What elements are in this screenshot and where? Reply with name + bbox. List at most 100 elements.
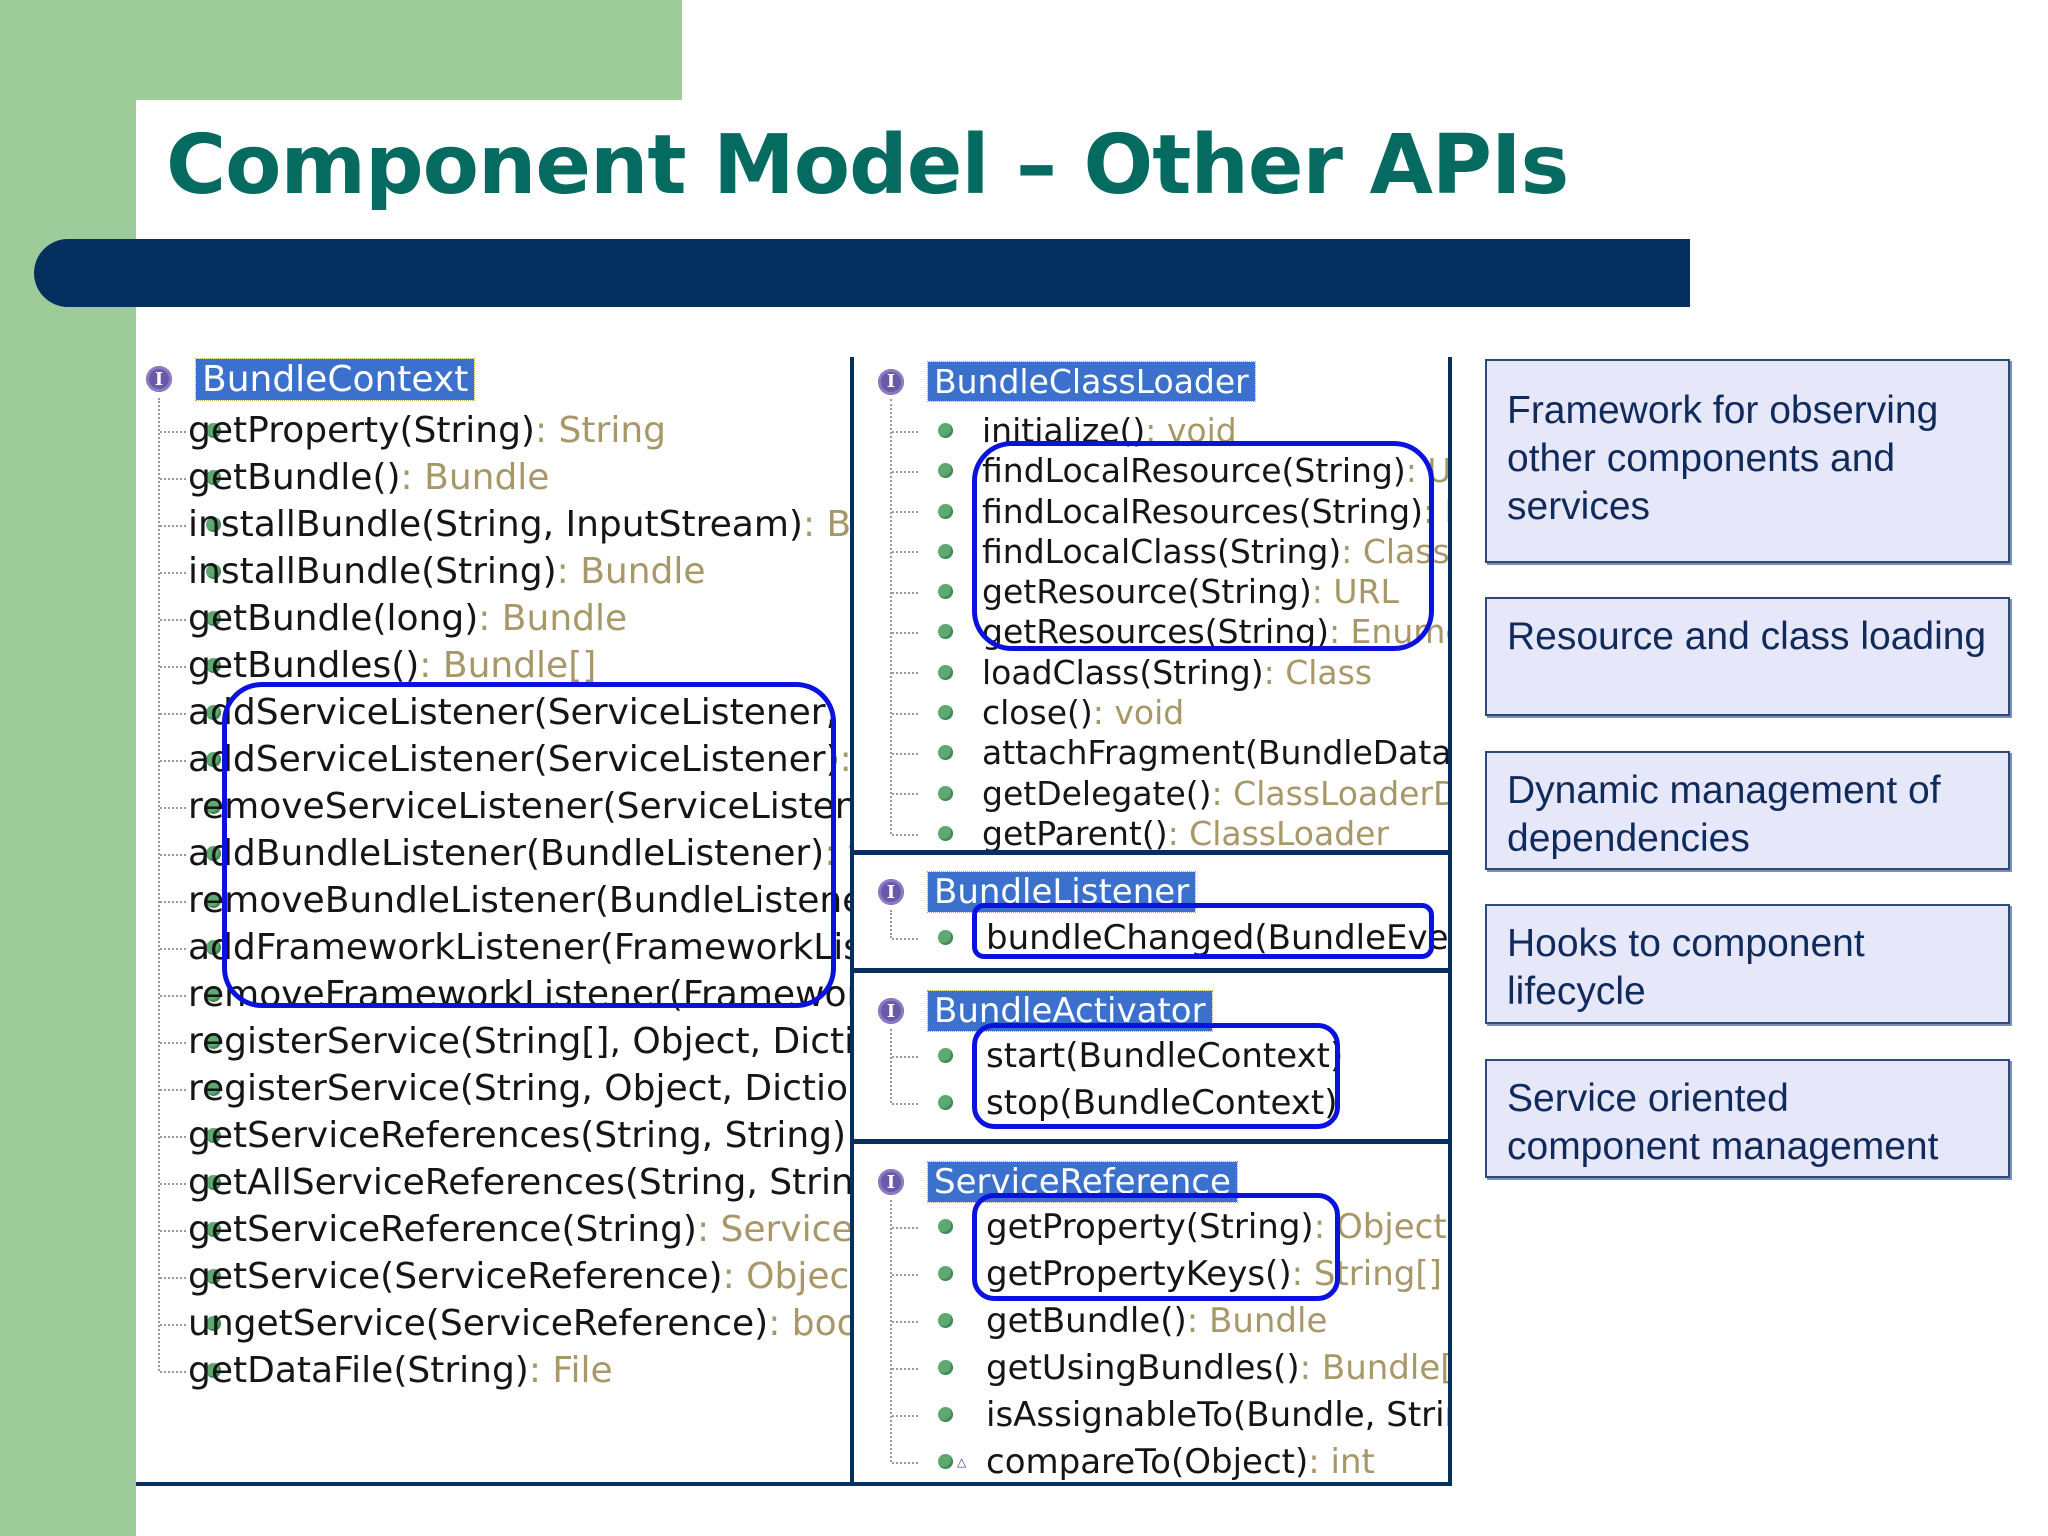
public-method-icon bbox=[938, 705, 953, 721]
public-method-icon bbox=[938, 664, 953, 680]
method-item[interactable]: getUsingBundles() : Bundle[] bbox=[938, 1346, 1448, 1390]
interface-name: ServiceReference bbox=[927, 1161, 1238, 1203]
method-item[interactable]: getDataFile(String) : File bbox=[188, 1348, 613, 1395]
method-item[interactable]: getServiceReferences(String, String) : S bbox=[188, 1113, 850, 1160]
public-method-icon bbox=[938, 463, 953, 479]
method-item[interactable]: getServiceReference(String) : ServiceRe bbox=[188, 1207, 850, 1254]
public-method-icon bbox=[206, 1363, 221, 1379]
tree-branch bbox=[160, 525, 186, 527]
return-type: : Object bbox=[1313, 1206, 1447, 1247]
method-item[interactable]: bundleChanged(BundleEvent) : bbox=[938, 916, 1448, 960]
method-item[interactable]: start(BundleContext) bbox=[938, 1034, 1343, 1078]
method-item[interactable]: getAllServiceReferences(String, String) bbox=[188, 1160, 850, 1207]
method-signature: bundleChanged(BundleEvent) bbox=[986, 917, 1448, 958]
method-item[interactable]: isAssignableTo(Bundle, String bbox=[938, 1393, 1448, 1437]
tree-branch bbox=[160, 1042, 186, 1044]
return-type: : Bundle bbox=[1186, 1300, 1328, 1341]
method-signature: getDataFile(String) bbox=[188, 1350, 529, 1392]
return-type: : Bundle bbox=[400, 457, 550, 499]
method-item[interactable]: getResources(String) : Enumera bbox=[938, 611, 1448, 654]
method-signature: removeServiceListener(ServiceListener) bbox=[188, 786, 850, 828]
method-item[interactable]: stop(BundleContext) bbox=[938, 1081, 1338, 1125]
panel-border-bottom bbox=[136, 1482, 1452, 1486]
tree-branch bbox=[160, 1089, 186, 1091]
method-item[interactable]: getDelegate() : ClassLoaderDele bbox=[938, 772, 1448, 815]
method-item[interactable]: getProperty(String) : String bbox=[188, 408, 666, 455]
return-type: : boole bbox=[768, 1303, 850, 1345]
method-signature: registerService(String, Object, Dictiona bbox=[188, 1068, 850, 1110]
method-item[interactable]: attachFragment(BundleData, Pro bbox=[938, 731, 1448, 774]
decorative-green-band bbox=[0, 0, 136, 1536]
method-item[interactable]: removeBundleListener(BundleListener) bbox=[188, 878, 850, 925]
method-signature: getResource(String) bbox=[982, 572, 1312, 612]
tree-connector bbox=[890, 399, 892, 834]
method-item[interactable]: removeFrameworkListener(FrameworkL bbox=[188, 972, 850, 1019]
public-method-icon bbox=[938, 584, 953, 600]
public-method-icon bbox=[938, 1048, 953, 1064]
method-item[interactable]: getBundle(long) : Bundle bbox=[188, 596, 627, 643]
method-item[interactable]: addBundleListener(BundleListener) : vo bbox=[188, 831, 850, 878]
tree-branch bbox=[160, 1371, 186, 1373]
title-underline-bar bbox=[34, 239, 1690, 307]
method-item[interactable]: installBundle(String) : Bundle bbox=[188, 549, 706, 596]
method-item[interactable]: getBundle() : Bundle bbox=[938, 1299, 1327, 1343]
method-item[interactable]: findLocalClass(String) : Class bbox=[938, 530, 1448, 573]
return-type: : vo bbox=[840, 739, 850, 780]
method-item[interactable]: removeServiceListener(ServiceListener) bbox=[188, 784, 850, 831]
method-item[interactable]: addServiceListener(ServiceListener) : vo bbox=[188, 737, 850, 784]
method-item[interactable]: addFrameworkListener(FrameworkListe bbox=[188, 925, 850, 972]
tree-branch bbox=[160, 807, 186, 809]
method-item[interactable]: installBundle(String, InputStream) : Bu bbox=[188, 502, 850, 549]
method-item[interactable]: registerService(String[], Object, Dictio… bbox=[188, 1019, 850, 1066]
method-item[interactable]: getBundle() : Bundle bbox=[188, 455, 550, 502]
method-item[interactable]: findLocalResources(String) : En bbox=[938, 490, 1448, 533]
tree-branch bbox=[892, 1321, 918, 1323]
public-method-icon bbox=[206, 1128, 221, 1144]
method-item[interactable]: getResource(String) : URL bbox=[938, 570, 1399, 613]
tree-branch bbox=[160, 760, 186, 762]
public-method-icon bbox=[938, 1407, 953, 1423]
public-method-icon bbox=[938, 543, 953, 559]
return-type: : File bbox=[528, 1350, 613, 1392]
return-type: : Object bbox=[722, 1256, 850, 1298]
panel-divider bbox=[850, 357, 854, 1485]
method-signature: getBundles() bbox=[188, 645, 420, 687]
return-type: : Bundle[] bbox=[1299, 1347, 1448, 1388]
return-type: : En bbox=[1422, 491, 1448, 531]
method-item[interactable]: findLocalResource(String) : URL bbox=[938, 449, 1448, 492]
method-item[interactable]: getPropertyKeys() : String[] bbox=[938, 1252, 1442, 1296]
method-item[interactable]: addServiceListener(ServiceListener, Stri bbox=[188, 690, 850, 737]
method-item[interactable]: ungetService(ServiceReference) : boole bbox=[188, 1301, 850, 1348]
method-item[interactable]: △compareTo(Object) : int bbox=[938, 1440, 1375, 1482]
method-item[interactable]: getProperty(String) : Object bbox=[938, 1205, 1447, 1249]
public-method-icon bbox=[206, 705, 221, 721]
tree-branch bbox=[160, 995, 186, 997]
interface-icon: I bbox=[878, 998, 904, 1024]
method-item[interactable]: close() : void bbox=[938, 691, 1184, 734]
public-method-icon bbox=[938, 503, 953, 519]
method-item[interactable]: loadClass(String) : Class bbox=[938, 651, 1372, 694]
method-item[interactable]: getBundles() : Bundle[] bbox=[188, 643, 596, 690]
public-method-icon bbox=[938, 1095, 953, 1111]
tree-branch bbox=[892, 1274, 918, 1276]
method-item[interactable]: getParent() : ClassLoader bbox=[938, 812, 1389, 855]
interface-icon: I bbox=[878, 368, 904, 395]
method-item[interactable]: initialize() : void bbox=[938, 409, 1237, 452]
public-method-icon bbox=[938, 422, 953, 438]
public-method-icon bbox=[206, 987, 221, 1003]
method-signature: installBundle(String) bbox=[188, 551, 557, 593]
tree-branch bbox=[892, 712, 918, 715]
public-method-icon bbox=[938, 1454, 953, 1470]
method-item[interactable]: registerService(String, Object, Dictiona bbox=[188, 1066, 850, 1113]
public-method-icon bbox=[206, 799, 221, 815]
method-item[interactable]: getService(ServiceReference) : Object bbox=[188, 1254, 850, 1301]
return-type: : Bundle bbox=[556, 551, 706, 593]
tree-branch bbox=[160, 713, 186, 715]
method-signature: getPropertyKeys() bbox=[986, 1253, 1292, 1294]
